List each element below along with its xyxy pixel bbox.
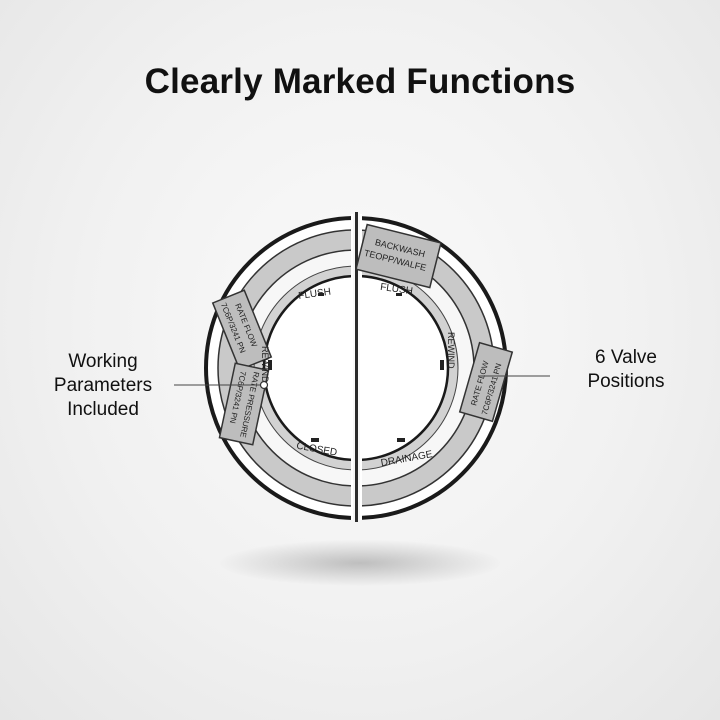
label-plate-top-right: BACKWASH TEOPP/WALFE	[355, 223, 442, 289]
callout-working-parameters: Working Parameters Included	[40, 350, 166, 422]
position-label-flush-left: FLUSH	[298, 287, 332, 302]
callout-right-line-2: Positions	[587, 371, 665, 392]
label-plate-lower-left: RATE PRESSURE 7C6P/3241 PN	[218, 362, 270, 446]
dial-drop-shadow	[220, 540, 500, 586]
detent-ticks	[268, 293, 444, 442]
callout-left-line-2: Parameters	[53, 375, 153, 396]
callout-right-line-1: 6 Valve	[595, 347, 657, 368]
callout-left-line-1: Working	[68, 351, 138, 372]
position-label-flush-right: FLUSH	[379, 282, 413, 297]
callout-left-anchor	[259, 380, 269, 390]
position-label-rewind-left: REWIND	[260, 346, 270, 383]
page-title: Clearly Marked Functions	[144, 62, 576, 101]
callout-left-line-3: Included	[67, 399, 139, 420]
callout-valve-positions: 6 Valve Positions	[560, 346, 692, 394]
position-label-rewind-right: REWIND	[446, 332, 456, 369]
